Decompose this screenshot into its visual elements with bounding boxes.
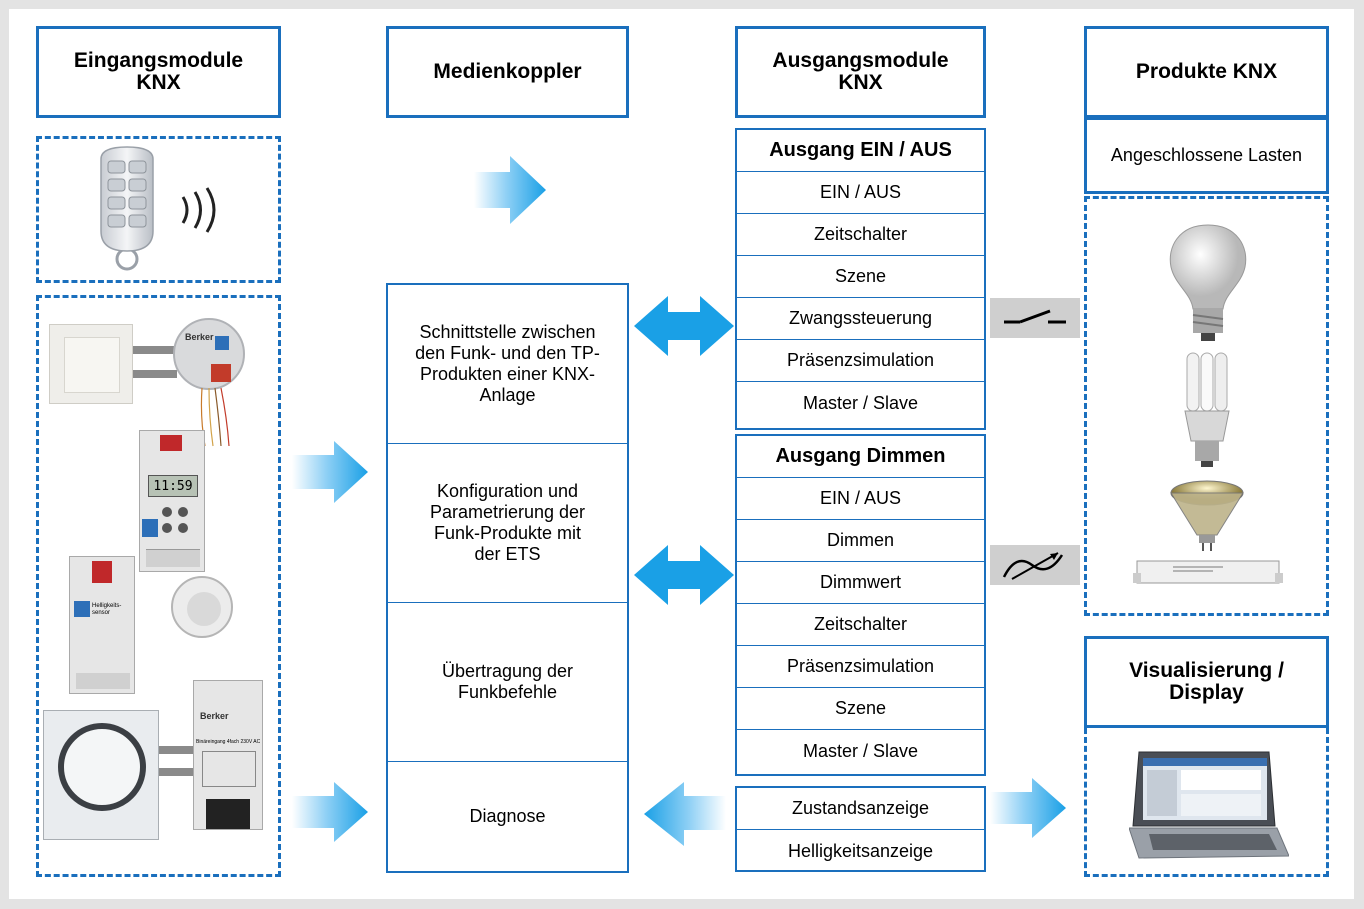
double-arrow-interface	[634, 296, 734, 356]
wired-input-group: Berker 11:59 Helligkeits- sensor Berker …	[36, 295, 281, 877]
energy-saving-lamp-icon	[1184, 352, 1230, 467]
output-dim-list: Ausgang Dimmen EIN / AUS Dimmen Dimmwert…	[735, 434, 986, 776]
din-timer-icon: 11:59	[139, 430, 205, 572]
radio-waves-icon	[181, 187, 216, 233]
output-dim-item: Master / Slave	[802, 740, 919, 761]
arrow-inputs-to-diagnosis	[292, 782, 368, 842]
arrow-status-to-diagnosis	[644, 782, 726, 846]
arrow-radio-to-coupler	[474, 156, 546, 224]
transformer-icon	[1133, 560, 1283, 584]
display-group	[1084, 728, 1329, 877]
switch-symbol-icon	[990, 298, 1080, 338]
output-switch-item: EIN / AUS	[737, 172, 984, 214]
status-item: Helligkeitsanzeige	[787, 840, 934, 861]
header-output-modules: Ausgangsmodule KNX	[735, 26, 986, 118]
binary-input-module-icon: Berker Binäreingang 4fach 230V AC	[193, 680, 263, 830]
timer-display: 11:59	[148, 475, 198, 497]
header-products: Produkte KNX	[1084, 26, 1329, 118]
analog-timer-icon	[43, 710, 159, 840]
dimmer-symbol-icon	[990, 545, 1080, 585]
laptop-icon	[1129, 751, 1289, 859]
media-cell-transmission: Übertragung der Funkbefehle	[388, 603, 627, 762]
output-dim-title: Ausgang Dimmen	[737, 436, 984, 478]
media-cell-configuration: Konfiguration und Parametrierung der Fun…	[388, 444, 627, 603]
halogen-spot-icon	[1170, 480, 1244, 551]
media-cell-interface: Schnittstelle zwischen den Funk- und den…	[388, 285, 627, 444]
status-list: Zustandsanzeige Helligkeitsanzeige	[735, 786, 986, 872]
products-label-box: Angeschlossene Lasten	[1084, 118, 1329, 194]
output-dim-item: Dimmen	[737, 520, 984, 562]
output-switch-list: Ausgang EIN / AUS EIN / AUS Zeitschalter…	[735, 128, 986, 430]
output-switch-item: Präsenzsimulation	[737, 340, 984, 382]
header-visualisation: Visualisierung / Display	[1084, 636, 1329, 728]
media-coupler-box: Schnittstelle zwischen den Funk- und den…	[386, 283, 629, 873]
wall-switch-icon	[49, 324, 133, 404]
output-switch-item: Szene	[737, 256, 984, 298]
output-dim-item: Szene	[737, 688, 984, 730]
push-button-interface-icon: Berker	[173, 318, 245, 390]
brightness-sensor-icon	[171, 576, 233, 638]
double-arrow-configuration	[634, 545, 734, 605]
output-dim-item: EIN / AUS	[737, 478, 984, 520]
header-media-coupler: Medienkoppler	[386, 26, 629, 118]
connected-loads-label: Angeschlossene Lasten	[1110, 145, 1303, 165]
output-switch-item: Master / Slave	[802, 392, 919, 413]
brightness-sensor-module-icon: Helligkeits- sensor	[69, 556, 135, 694]
output-switch-item: Zwangssteuerung	[737, 298, 984, 340]
arrow-inputs-to-coupler	[292, 441, 368, 503]
arrow-status-to-display	[990, 778, 1066, 838]
output-dim-item: Zeitschalter	[737, 604, 984, 646]
header-input-modules: Eingangsmodule KNX	[36, 26, 281, 118]
sensor-module-label: Helligkeits- sensor	[92, 603, 122, 616]
brand-label-2: Berker	[200, 711, 229, 721]
remote-control-icon	[100, 146, 154, 271]
status-item: Zustandsanzeige	[737, 788, 984, 830]
media-cell-diagnosis: Diagnose	[469, 806, 546, 826]
output-switch-item: Zeitschalter	[737, 214, 984, 256]
output-switch-title: Ausgang EIN / AUS	[737, 130, 984, 172]
output-dim-item: Präsenzsimulation	[737, 646, 984, 688]
binary-input-label: Binäreingang 4fach 230V AC	[196, 739, 261, 745]
loads-group	[1084, 196, 1329, 616]
output-dim-item: Dimmwert	[737, 562, 984, 604]
light-bulb-icon	[1169, 224, 1247, 341]
brand-label: Berker	[185, 332, 214, 342]
radio-input-group	[36, 136, 281, 283]
